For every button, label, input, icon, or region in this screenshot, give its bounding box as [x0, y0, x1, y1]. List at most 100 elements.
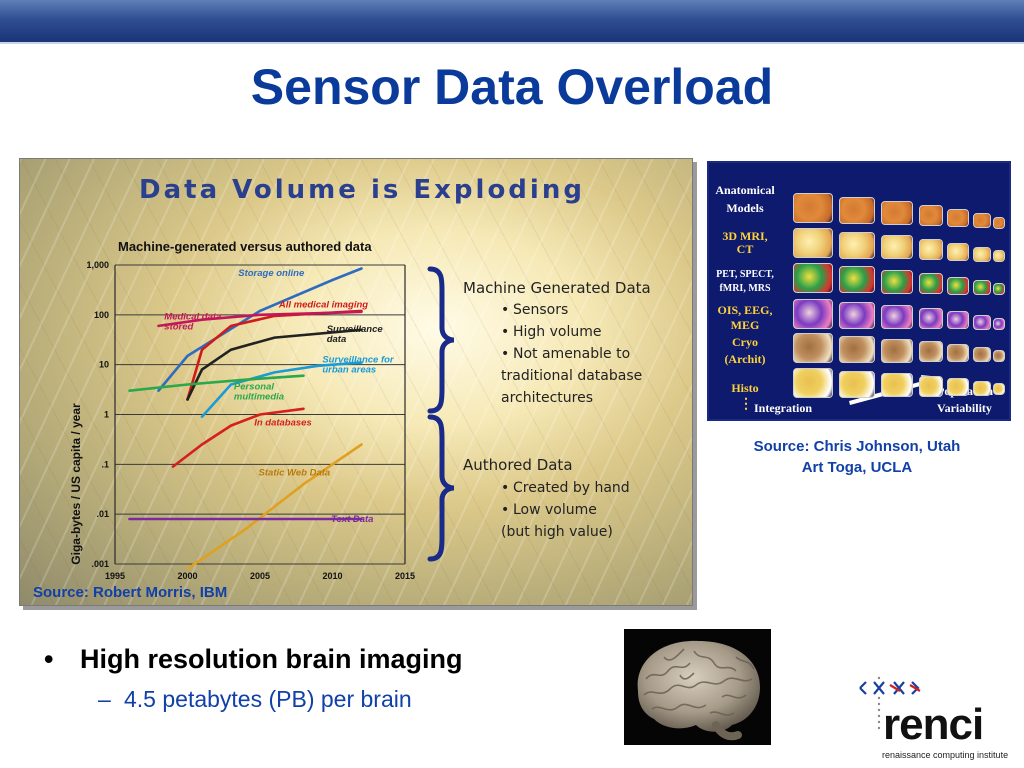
series-label: In databases — [254, 418, 312, 429]
brain-scan-tile — [919, 205, 943, 226]
bullet-dot-icon: • — [44, 644, 54, 674]
brain-scan-tile — [793, 368, 833, 398]
series-label: stored — [164, 322, 193, 333]
brain-scan-tile — [919, 375, 943, 397]
brain-scan-tile — [947, 242, 969, 261]
series-label: Surveillance — [327, 324, 384, 335]
brain-scan-tile — [881, 373, 913, 397]
x-tick-label: 1995 — [105, 571, 125, 581]
label-ct: CT — [736, 242, 754, 256]
authored-group-list: •Created by hand •Low volume (but high v… — [495, 477, 630, 543]
machine-group-list: •Sensors •High volume •Not amenable to t… — [495, 299, 642, 409]
series-line — [128, 374, 305, 392]
brain-scan-tile — [881, 338, 913, 363]
chart-title: Machine-generated versus authored data — [118, 239, 372, 254]
brace-icon — [427, 266, 455, 414]
list-item: •High volume — [501, 324, 602, 340]
ellipsis-icon: ⋮ — [739, 397, 753, 412]
brain-scan-tile — [793, 193, 833, 223]
x-tick-label: 2000 — [177, 571, 197, 581]
series-line — [171, 407, 305, 468]
brain-scan-tile — [993, 283, 1005, 296]
label-ois: OIS, EEG, — [717, 303, 773, 317]
brain-scan-tile — [839, 335, 875, 363]
logo-word: renci — [883, 700, 984, 749]
label-meg: MEG — [730, 318, 760, 332]
brain-scan-tile — [973, 347, 991, 362]
brain-scan-tile — [839, 302, 875, 330]
brain-scan-tile — [839, 370, 875, 398]
brain-scan-tile — [973, 280, 991, 295]
y-tick-label: .001 — [91, 559, 109, 569]
integration-label: Integration — [754, 401, 812, 415]
list-item: •Sensors — [501, 302, 569, 318]
x-tick-label: 2005 — [250, 571, 270, 581]
brain-photo — [624, 629, 771, 745]
x-tick-label: 2010 — [322, 571, 342, 581]
brain-scan-tile — [993, 217, 1005, 229]
brain-scan-tile — [839, 266, 875, 294]
label-histo: Histo — [731, 381, 759, 395]
slide-title: Sensor Data Overload — [250, 59, 774, 115]
label-cryo: Cryo — [732, 335, 758, 349]
series-label: All medical imaging — [278, 300, 368, 311]
brain-scan-tile — [947, 276, 969, 295]
source-line-1: Source: Chris Johnson, Utah — [753, 438, 961, 455]
brain-scan-tile — [839, 197, 875, 224]
series-label: Personal — [234, 381, 274, 392]
brain-scan-tile — [881, 235, 913, 260]
list-item: architectures — [501, 390, 594, 406]
brain-scan-tile — [947, 209, 969, 227]
y-axis-title: Giga-bytes / US capita / year — [69, 403, 83, 565]
brain-scan-tile — [881, 201, 913, 225]
y-tick-label: .1 — [101, 459, 109, 469]
brain-scan-tile — [881, 269, 913, 294]
top-banner — [0, 0, 1024, 44]
x-tick-label: 2015 — [395, 571, 415, 581]
authored-group-title: Authored Data — [463, 456, 573, 474]
series-line — [157, 267, 363, 392]
brain-scan-tile — [919, 308, 943, 330]
source-johnson: Source: Chris Johnson, Utah Art Toga, UC… — [712, 436, 1002, 478]
bullet-main: •High resolution brain imaging — [44, 644, 463, 674]
brain-scan-tile — [793, 263, 833, 293]
brain-imaging-panel: Anatomical Models 3D MRI, CT PET, SPECT,… — [707, 161, 1011, 421]
series-label: Surveillance for — [322, 355, 395, 366]
dash-icon: – — [98, 686, 111, 712]
list-item: traditional database — [501, 368, 643, 384]
brain-scan-tile — [993, 349, 1005, 362]
brain-scan-tile — [973, 380, 991, 396]
series-line — [200, 361, 363, 419]
series-label: Medical data — [164, 312, 221, 323]
label-3d-mri: 3D MRI, — [722, 229, 768, 243]
brain-scan-tile — [793, 299, 833, 329]
brain-scan-tile — [947, 378, 969, 396]
source-ibm: Source: Robert Morris, IBM — [33, 584, 228, 601]
series-line — [186, 328, 363, 401]
logo-tagline: renaissance computing institute — [882, 750, 1009, 760]
brain-scan-tile — [919, 273, 943, 295]
series-line — [186, 443, 363, 571]
series-label: Static Web Data — [259, 467, 331, 478]
panel-heading: Data Volume is Exploding — [139, 175, 585, 205]
list-item: •Low volume — [501, 502, 597, 518]
machine-group-title: Machine Generated Data — [463, 279, 651, 297]
brain-scan-tile — [793, 228, 833, 258]
y-tick-label: 10 — [99, 360, 109, 370]
brain-scan-tile — [947, 311, 969, 330]
brain-scan-tile — [993, 383, 1005, 395]
list-item: (but high value) — [501, 524, 613, 540]
brain-scan-tile — [919, 341, 943, 363]
brain-scan-tile — [793, 333, 833, 363]
brain-scan-tile — [973, 246, 991, 262]
variability-label: Variability — [937, 401, 992, 415]
series-label: Text Data — [331, 514, 373, 525]
brain-scan-tile — [973, 213, 991, 228]
brain-scan-tile — [839, 231, 875, 259]
label-models: Models — [726, 201, 764, 215]
brain-scan-tile — [973, 314, 991, 330]
brain-scan-tile — [947, 344, 969, 363]
brain-scan-tile — [919, 239, 943, 261]
brain-scan-tile — [881, 305, 913, 330]
brain-scan-tile — [993, 317, 1005, 330]
